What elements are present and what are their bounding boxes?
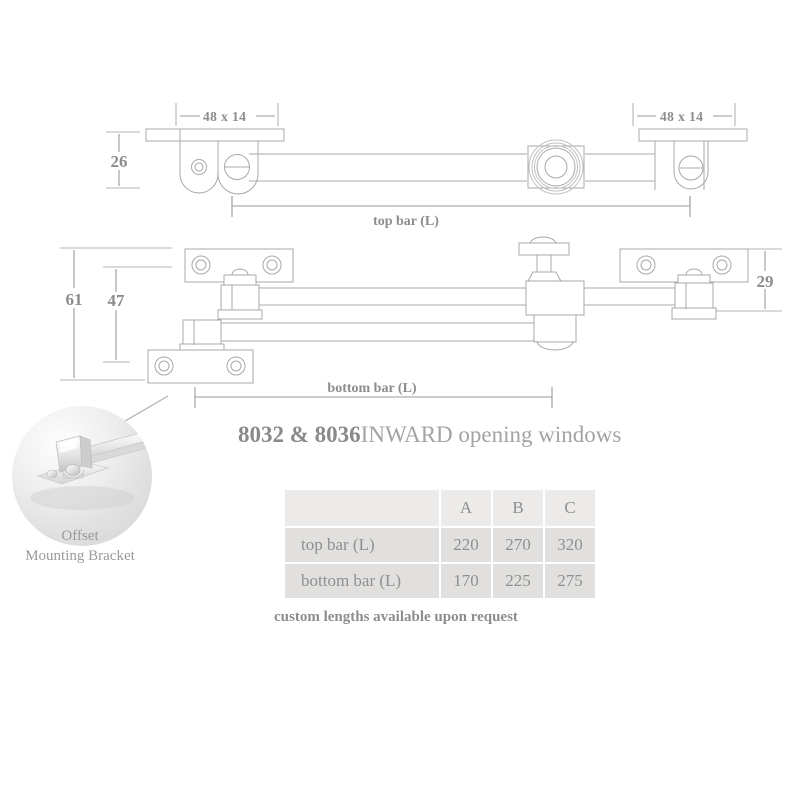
table-header-c: C (545, 490, 595, 526)
table-header-row: A B C (285, 490, 595, 526)
bottom-bar-length-dimension (194, 387, 553, 408)
bottom-bar-a-value: 170 (441, 564, 491, 598)
table-body: top bar (L) 220 270 320 bottom bar (L) 1… (285, 528, 595, 598)
table-header-blank (285, 490, 439, 526)
top-left-hinge-knuckle (179, 141, 259, 208)
bottom-outer-height-label: 61 (66, 290, 83, 309)
top-assembly-group (106, 103, 748, 217)
top-bar-length-dimension (231, 196, 691, 217)
bottom-upper-left-pivot-block (217, 268, 263, 320)
bottom-inner-height-dimension (103, 266, 172, 363)
bracket-photo-illustration (30, 431, 151, 510)
bottom-bar-c-value: 275 (545, 564, 595, 598)
page-title: 8032 & 8036INWARD opening windows (238, 421, 658, 449)
bottom-bar-length-label: bottom bar (L) (327, 381, 417, 396)
bottom-upper-rail (259, 287, 527, 306)
length-spec-table: A B C top bar (L) 220 270 320 bottom bar… (283, 488, 597, 600)
top-right-plate-dimension-callout (632, 103, 736, 126)
table-row: bottom bar (L) 170 225 275 (285, 564, 595, 598)
row-label-bottom-bar: bottom bar (L) (285, 564, 439, 598)
table-header-b: B (493, 490, 543, 526)
top-right-mounting-plate (638, 128, 748, 206)
top-height-dimension-label: 26 (111, 152, 128, 171)
bracket-photo-circle (12, 406, 152, 546)
bottom-right-height-dimension (712, 248, 782, 312)
top-bar-rail (249, 153, 655, 182)
bottom-right-height-label: 29 (757, 272, 774, 291)
top-left-plate-dimension-callout (175, 103, 279, 126)
offset-mounting-bracket-photo (12, 406, 152, 546)
custom-lengths-note: custom lengths available upon request (274, 609, 518, 625)
row-label-top-bar: top bar (L) (285, 528, 439, 562)
table-row: top bar (L) 220 270 320 (285, 528, 595, 562)
bottom-upper-left-plate (184, 248, 294, 283)
bottom-inner-height-label: 47 (108, 291, 126, 310)
inset-caption-line1: Offset (61, 528, 99, 544)
top-height-dimension (106, 131, 140, 189)
inset-caption-line2: Mounting Bracket (25, 548, 135, 565)
bottom-outer-height-dimension (60, 247, 172, 381)
top-left-plate-dimension-label: 48 x 14 (203, 109, 246, 124)
top-bar-b-value: 270 (493, 528, 543, 562)
bottom-lower-left-plate (147, 349, 254, 384)
bottom-bar-b-value: 225 (493, 564, 543, 598)
product-description: INWARD opening windows (360, 422, 622, 447)
top-right-plate-dimension-label: 48 x 14 (660, 109, 703, 124)
top-left-mounting-plate (145, 128, 285, 142)
top-centre-pivot (527, 139, 585, 195)
inset-caption: Offset Mounting Bracket (0, 526, 170, 567)
top-bar-length-label: top bar (L) (373, 214, 439, 229)
top-bar-c-value: 320 (545, 528, 595, 562)
table-header: A B C (285, 490, 595, 526)
bottom-centre-adjusting-knob (518, 236, 585, 351)
bottom-lower-rail (221, 322, 545, 342)
bottom-right-pivot-block (671, 268, 717, 320)
product-code: 8032 & 8036 (238, 422, 361, 447)
table-header-a: A (441, 490, 491, 526)
top-bar-a-value: 220 (441, 528, 491, 562)
bottom-assembly-group (60, 236, 782, 408)
